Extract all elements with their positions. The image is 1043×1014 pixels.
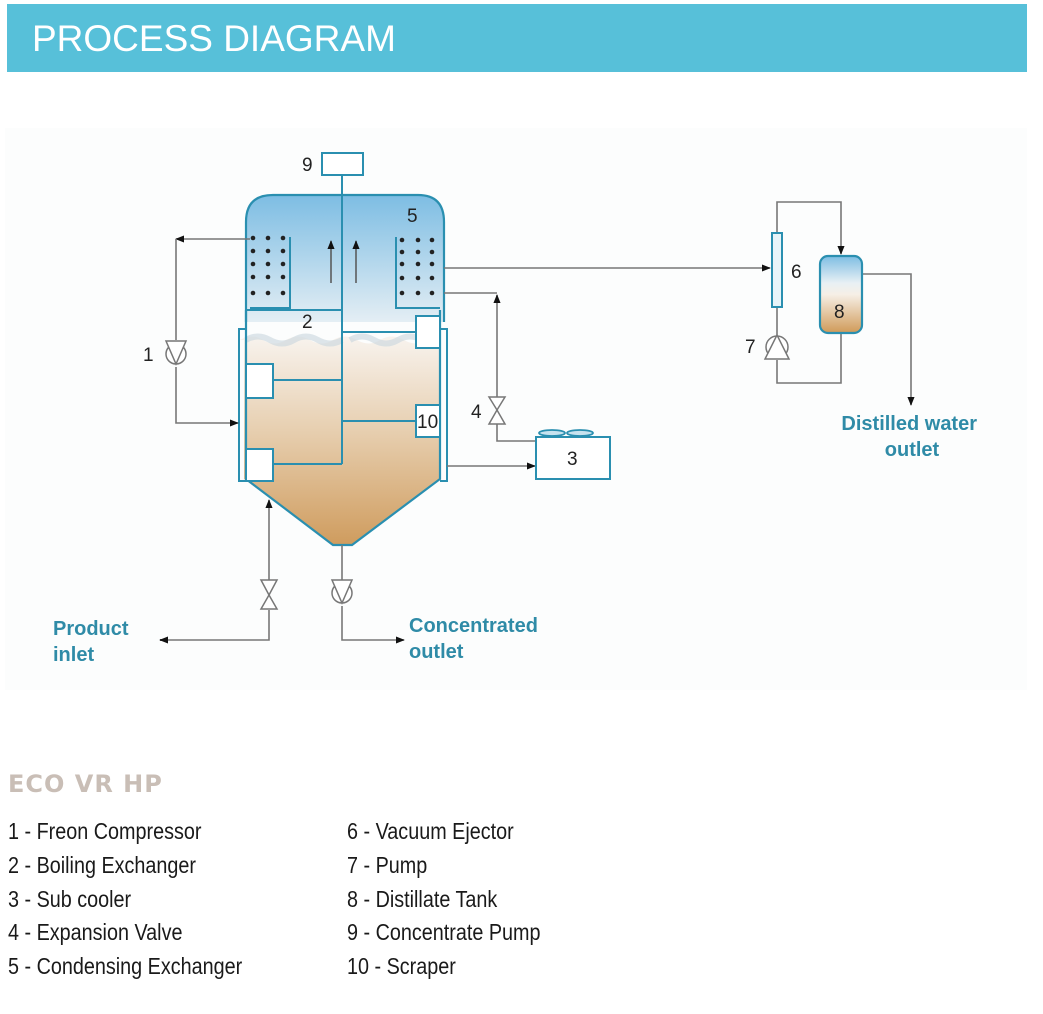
concentrated-outlet-label-line2: outlet [409, 641, 464, 663]
product-inlet-label-line1: Product [53, 618, 129, 640]
component-number-10: 10 [417, 412, 438, 433]
legend-item: 10 - Scraper [347, 953, 456, 980]
sub-cooler-3 [535, 429, 611, 480]
concentrated-outlet-label-line1: Concentrated [409, 615, 538, 637]
pump-7 [763, 333, 791, 360]
product-inlet-label-line2: inlet [53, 644, 94, 666]
legend-item: 8 - Distillate Tank [347, 885, 498, 912]
distilled-water-outlet-label-line2: outlet [885, 439, 940, 461]
concentrate-pump-9 [321, 152, 364, 176]
scraper-blade [245, 448, 274, 482]
pipe-distilled-outlet [861, 273, 915, 406]
distilled-water-outlet-label-line1: Distilled water [841, 413, 977, 435]
coil-dots-right [399, 237, 435, 296]
component-number-2: 2 [302, 312, 313, 333]
legend-item: 1 - Freon Compressor [8, 818, 202, 844]
legend-item: 6 - Vacuum Ejector [347, 818, 514, 844]
page-title: PROCESS DIAGRAM [32, 18, 396, 59]
concentrate-outlet-pump [330, 579, 354, 605]
legend-left: 1 - Freon Compressor 2 - Boiling Exchang… [8, 815, 242, 984]
concentrated-outlet-label: Concentrated outlet [409, 615, 543, 663]
legend-item: 5 - Condensing Exchanger [8, 953, 243, 980]
expansion-valve-4 [487, 396, 507, 425]
process-diagram: 9 5 2 1 4 10 3 6 7 8 Product inlet Conce… [53, 152, 982, 666]
vessel-jacket-right [440, 328, 448, 482]
freon-compressor-1 [164, 340, 188, 366]
component-number-9: 9 [302, 155, 313, 176]
legend-item: 7 - Pump [347, 851, 428, 878]
legend-right: 6 - Vacuum Ejector 7 - Pump 8 - Distilla… [347, 815, 541, 984]
vessel-liquid-zone [240, 336, 440, 545]
condenser-coil-right [395, 237, 440, 309]
condenser-coil-left [250, 237, 291, 309]
legend-item: 9 - Concentrate Pump [347, 919, 541, 946]
pipe-ejector-to-tank [776, 201, 845, 255]
vacuum-ejector-6 [771, 232, 783, 308]
coil-dots-left [250, 235, 286, 296]
scraper-blade-10 [415, 404, 441, 438]
vessel [238, 175, 448, 547]
legend-item: 4 - Expansion Valve [8, 919, 183, 946]
pipe-compressor-to-jacket [175, 367, 239, 427]
model-title: ECO VR HP [8, 770, 163, 798]
component-number-6: 6 [791, 262, 802, 283]
component-number-3: 3 [567, 449, 578, 470]
vessel-vapor-zone [246, 195, 444, 322]
piping [160, 201, 915, 644]
distillate-tank-8 [818, 254, 864, 335]
component-number-4: 4 [471, 402, 482, 423]
scraper-blade [245, 363, 274, 399]
distilled-water-outlet-label: Distilled water outlet [841, 413, 982, 461]
vessel-outline [244, 193, 446, 322]
legend-item: 3 - Sub cooler [8, 885, 132, 912]
product-inlet-valve [259, 579, 279, 610]
vessel-jacket-left [238, 328, 246, 482]
legend-item: 2 - Boiling Exchanger [8, 851, 197, 878]
scraper-blade [415, 315, 441, 349]
product-inlet-label: Product inlet [53, 618, 134, 666]
component-number-1: 1 [143, 345, 154, 366]
header-bar: PROCESS DIAGRAM [7, 4, 1027, 72]
component-number-5: 5 [407, 206, 418, 227]
pipe-concentrated-outlet [341, 606, 405, 644]
component-number-7: 7 [745, 337, 756, 358]
component-number-8: 8 [834, 302, 845, 323]
